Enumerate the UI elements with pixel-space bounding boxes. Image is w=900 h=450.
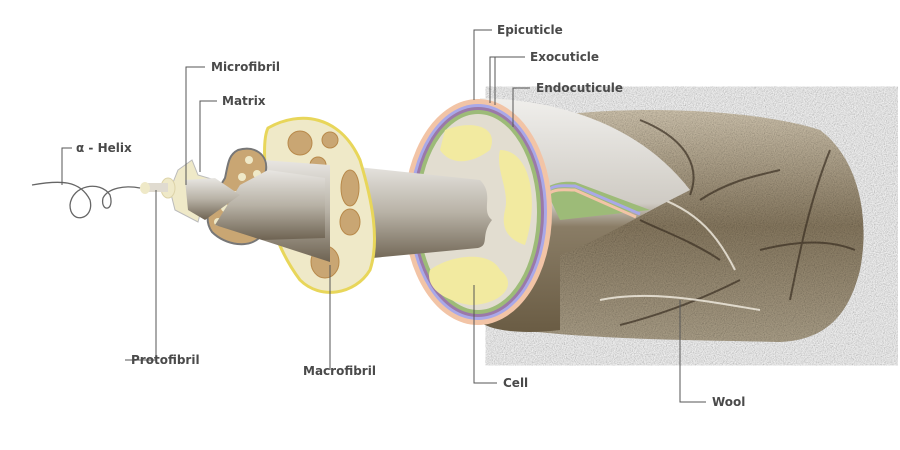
label-exocuticle: Exocuticle — [530, 50, 599, 64]
label-cell: Cell — [503, 376, 528, 390]
label-alpha-helix: α - Helix — [76, 141, 132, 155]
label-microfibril: Microfibril — [211, 60, 280, 74]
label-protofibril: Protofibril — [131, 353, 200, 367]
leader-lines — [61, 29, 706, 403]
label-macrofibril: Macrofibril — [303, 364, 376, 378]
label-matrix: Matrix — [222, 94, 266, 108]
label-endocuticule: Endocuticule — [536, 81, 623, 95]
label-epicuticle: Epicuticle — [497, 23, 563, 37]
label-wool: Wool — [712, 395, 745, 409]
alpha-helix-coil — [31, 181, 141, 219]
